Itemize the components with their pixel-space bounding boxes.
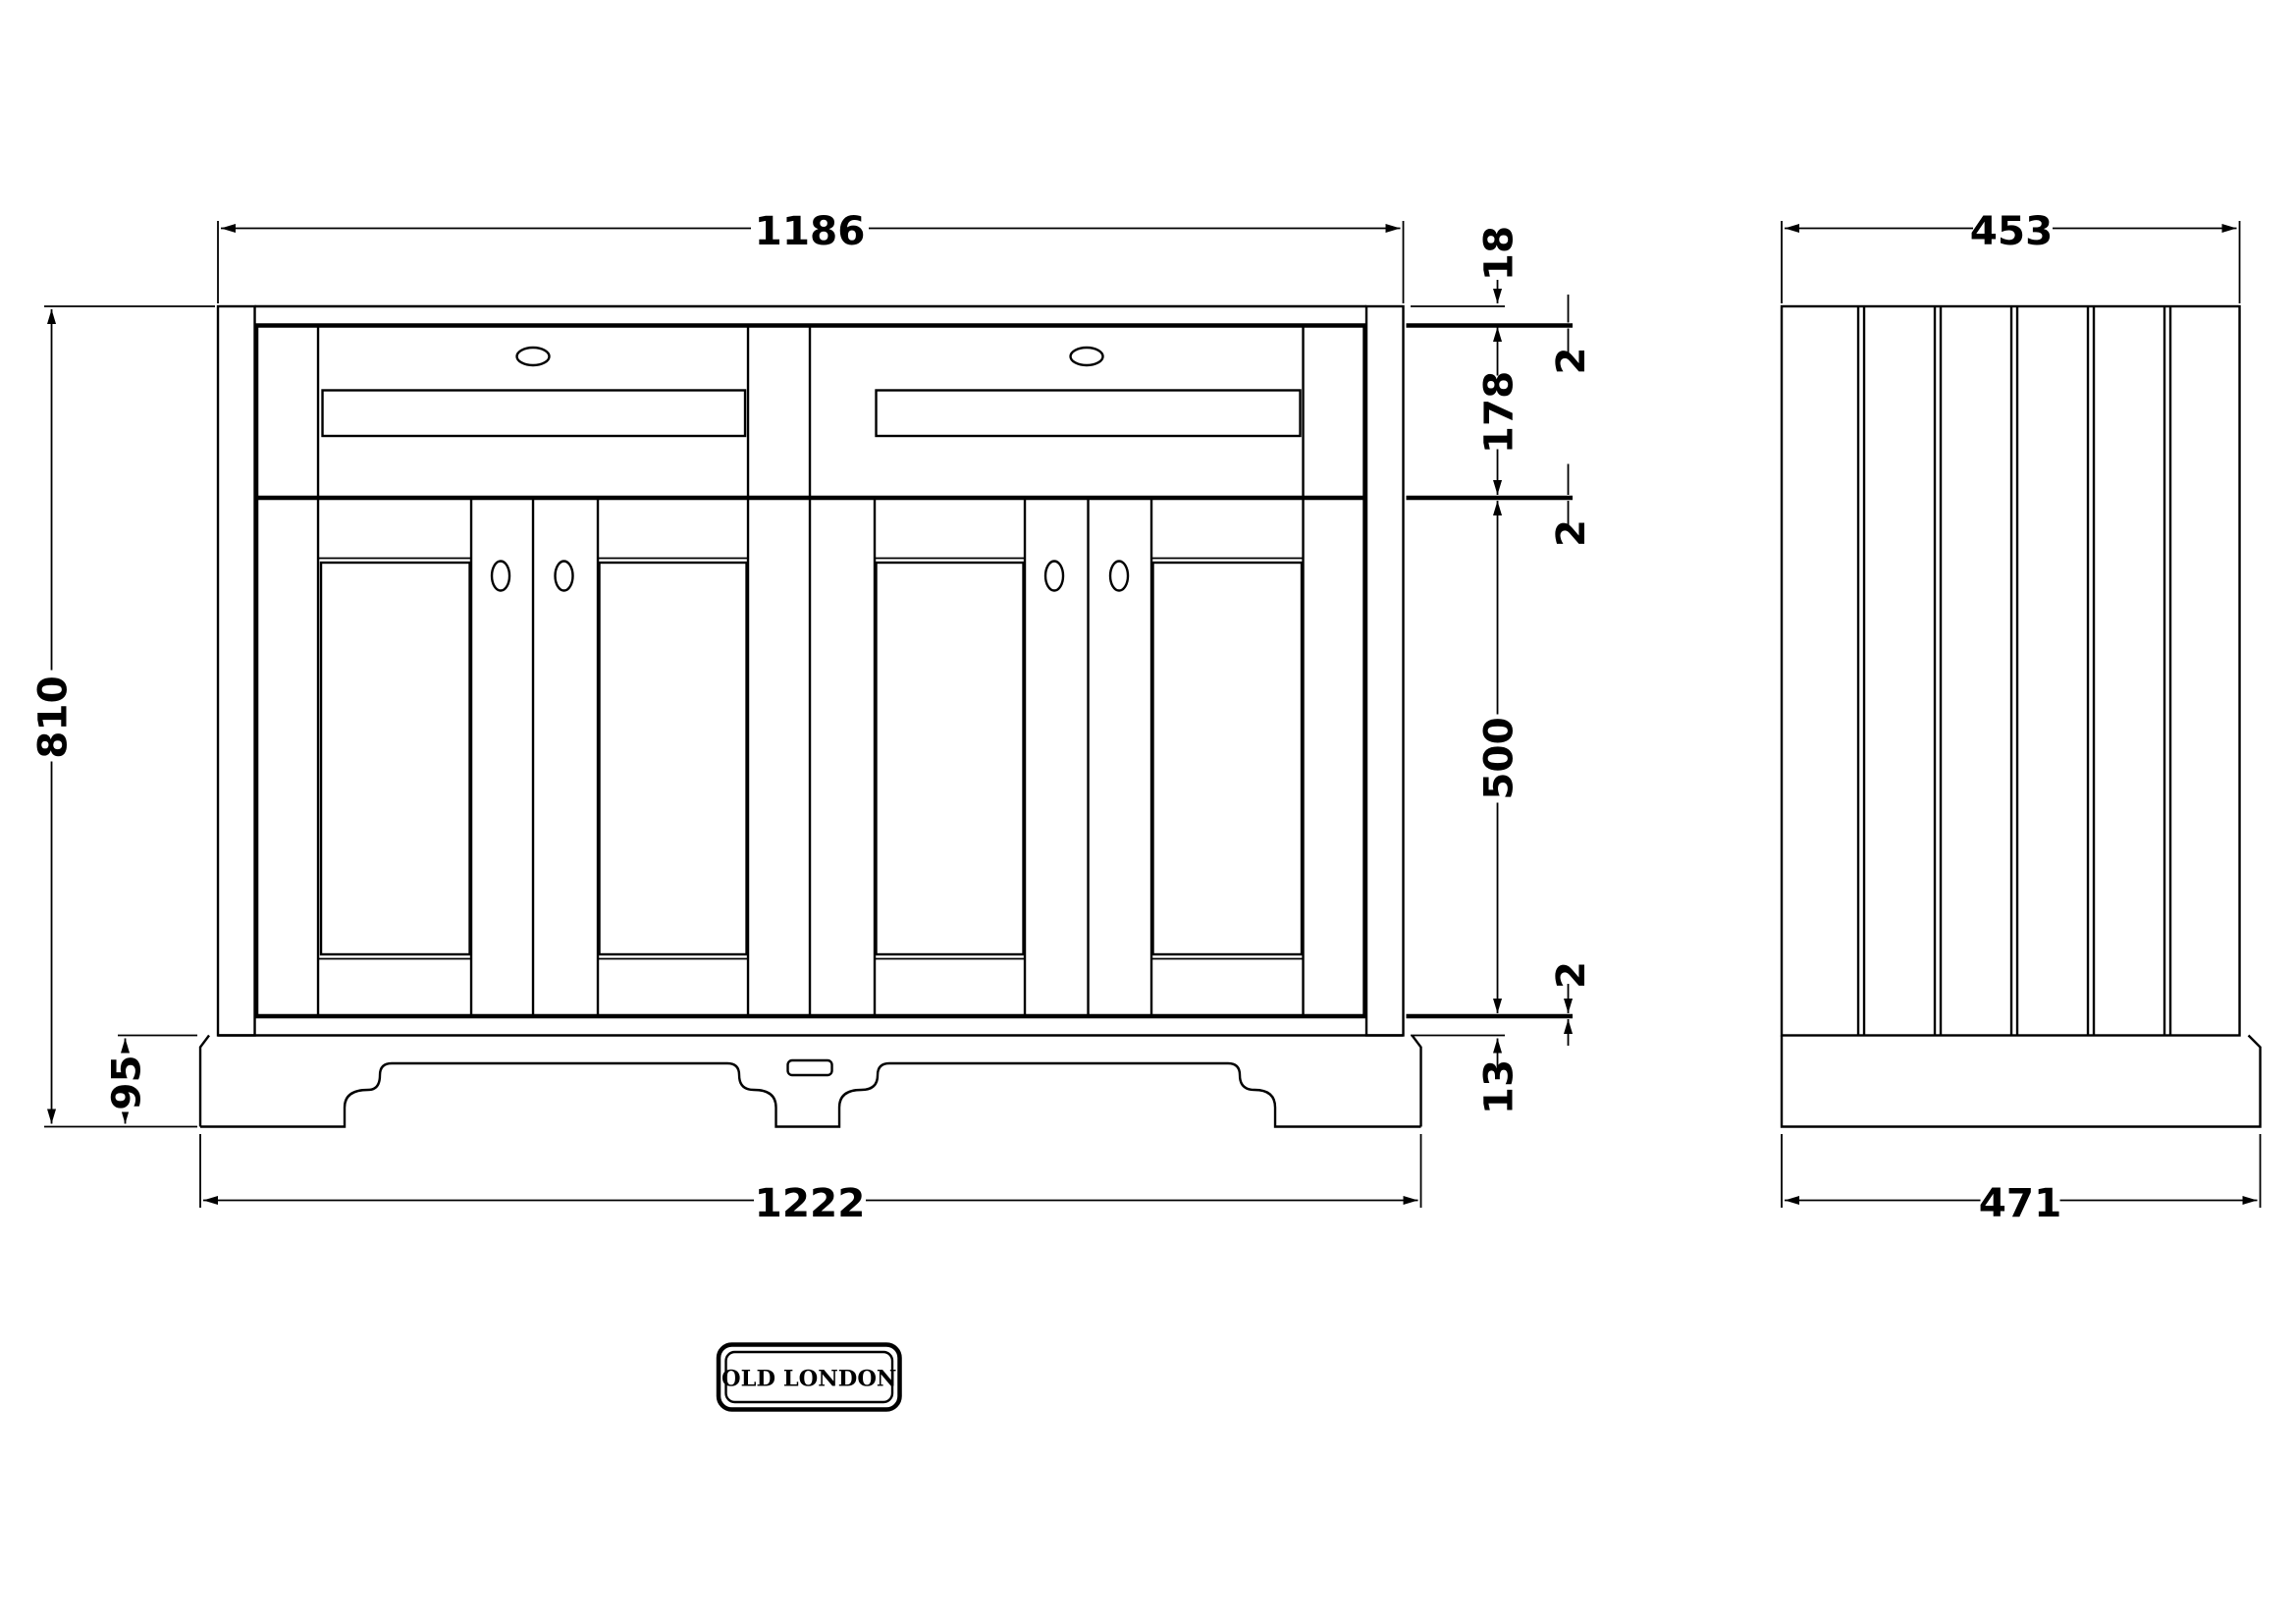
right-post	[1364, 304, 1405, 1037]
brand-logo: OLD LONDON	[716, 1342, 902, 1412]
door-knob-icon	[1043, 560, 1065, 592]
drawer-handle-icon	[515, 346, 551, 367]
front-view: 1186 1222 810 95	[29, 206, 1422, 1226]
dim-gap-middle: 2	[1547, 519, 1594, 547]
dim-plinth-height: 95	[103, 1055, 150, 1109]
dim-gap-top: 2	[1547, 347, 1594, 374]
logo-text: OLD LONDON	[721, 1367, 896, 1392]
dim-top-thickness: 18	[1475, 226, 1522, 281]
dim-drawer-height: 178	[1475, 371, 1522, 455]
plinth	[198, 1034, 1422, 1128]
side-plinth	[1780, 1034, 2262, 1128]
vertical-dimensions: 18 178 500 13 2 2 2	[1406, 226, 1594, 1114]
door-panel	[1151, 561, 1304, 956]
drawer-rail-right	[875, 389, 1302, 438]
dim-gap-bottom: 2	[1547, 961, 1594, 989]
door-panel	[875, 561, 1025, 956]
door-panel	[598, 561, 748, 956]
dim-plinth-gap: 13	[1475, 1059, 1522, 1114]
dim-plinth-width: 1222	[755, 1179, 866, 1226]
dim-door-height: 500	[1475, 717, 1522, 800]
dim-overall-height: 810	[29, 676, 77, 759]
door-knob-icon	[554, 560, 574, 592]
door-panel	[319, 561, 471, 956]
plinth-badge	[786, 1058, 833, 1077]
door-knob-icon	[490, 560, 511, 592]
side-view: 453 471	[1780, 206, 2262, 1226]
dim-plinth-depth: 471	[1979, 1179, 2062, 1226]
left-post	[216, 304, 256, 1037]
door-knob-icon	[1108, 560, 1130, 592]
drawer-handle-icon	[1069, 346, 1104, 367]
dim-side-depth: 453	[1970, 207, 2054, 254]
dim-overall-width: 1186	[755, 207, 866, 254]
drawer-rail-left	[321, 389, 747, 438]
